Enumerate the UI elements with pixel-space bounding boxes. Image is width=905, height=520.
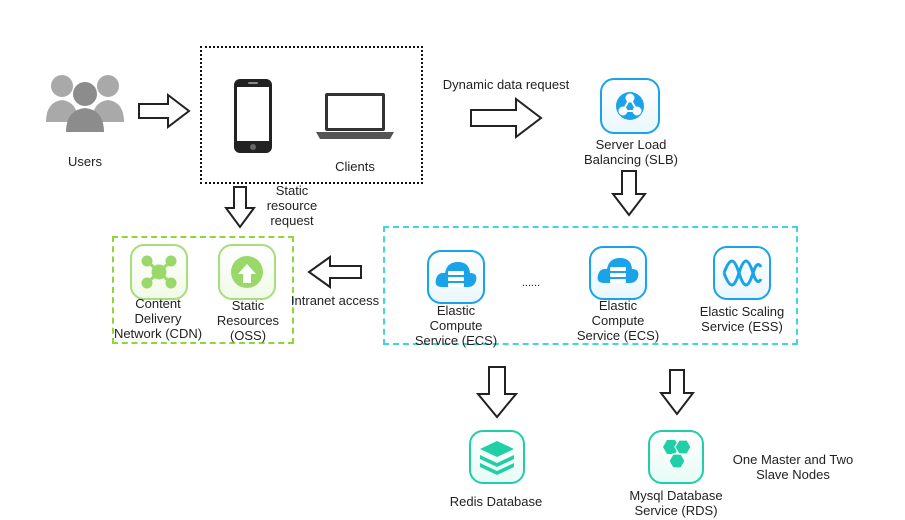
rds-icon (663, 439, 692, 469)
arrow-icon (610, 170, 648, 217)
phone-icon (234, 79, 272, 153)
redis-icon (480, 441, 514, 475)
ecs1-label: Elastic Compute Service (ECS) (414, 303, 498, 348)
ecs-icon (597, 258, 639, 283)
intranet-label: Intranet access (290, 293, 380, 308)
redis-label: Redis Database (449, 494, 543, 509)
ecs-icon (435, 262, 477, 287)
clients-box (200, 46, 423, 184)
ecs2-label: Elastic Compute Service (ECS) (576, 298, 660, 343)
ellipsis-label: ...... (521, 277, 541, 289)
arrow-icon (658, 369, 696, 416)
oss-icon (231, 256, 263, 288)
ess-tile (713, 246, 771, 300)
rds-label: Mysql Database Service (RDS) (629, 488, 723, 518)
ess-label: Elastic Scaling Service (ESS) (699, 304, 785, 334)
static-request-label: Static resource request (266, 183, 318, 228)
compute-box (383, 226, 798, 345)
arrow-icon (470, 96, 543, 140)
dynamic-request-label: Dynamic data request (442, 77, 570, 92)
arrow-icon (138, 92, 191, 130)
arrow-icon (475, 366, 519, 419)
arrow-icon (224, 186, 256, 229)
cdn-label: Content Delivery Network (CDN) (113, 296, 203, 341)
laptop-icon (316, 93, 394, 139)
users-icon (46, 75, 124, 132)
static-resources-box (112, 236, 294, 344)
oss-label: Static Resources (OSS) (216, 298, 280, 343)
slb-icon (616, 92, 644, 120)
arrow-icon (307, 255, 362, 289)
master-slave-label: One Master and Two Slave Nodes (732, 452, 854, 482)
ess-icon (722, 259, 763, 287)
clients-label: Clients (335, 159, 375, 174)
cdn-icon (141, 255, 177, 289)
users-label: Users (68, 154, 102, 169)
